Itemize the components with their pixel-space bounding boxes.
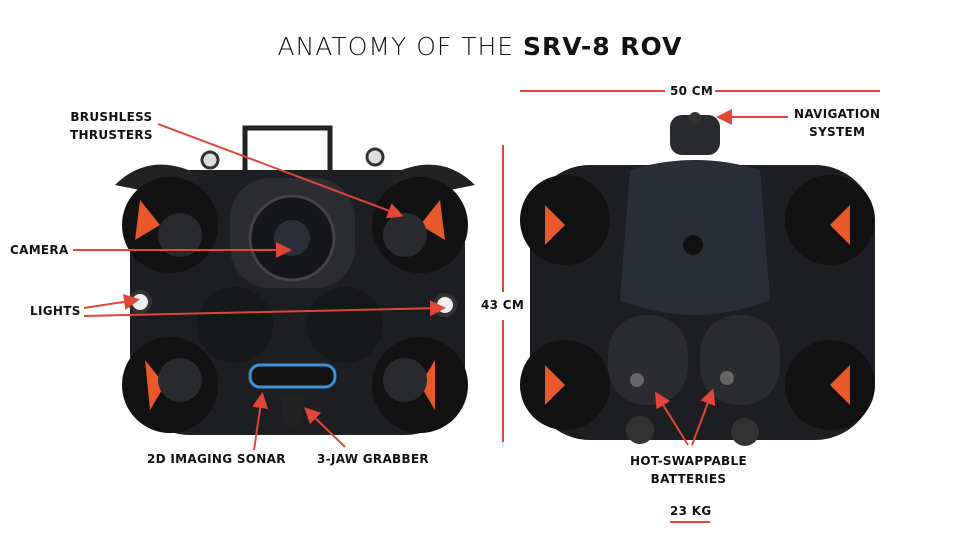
label-batteries: HOT-SWAPPABLE BATTERIES <box>630 452 747 488</box>
label-line: BRUSHLESS <box>70 110 153 124</box>
rov-front-view <box>115 125 475 435</box>
title-model: SRV-8 ROV <box>523 32 683 61</box>
label-navigation-system: NAVIGATION SYSTEM <box>794 105 880 141</box>
title-prefix: ANATOMY OF THE <box>277 32 515 61</box>
label-line: NAVIGATION <box>794 107 881 121</box>
label-line: HOT-SWAPPABLE <box>630 454 747 468</box>
label-weight: 23 KG <box>670 504 712 518</box>
label-line: SYSTEM <box>809 125 866 139</box>
label-lights: LIGHTS <box>30 304 81 318</box>
page-title: ANATOMY OF THE SRV-8 ROV <box>0 32 960 61</box>
label-brushless-thrusters: BRUSHLESS THRUSTERS <box>70 108 153 144</box>
rov-rear-view <box>520 112 875 446</box>
label-sonar: 2D IMAGING SONAR <box>147 452 286 466</box>
label-height: 43 CM <box>481 298 525 312</box>
annotation-lines <box>73 90 880 523</box>
label-line: THRUSTERS <box>70 128 153 142</box>
label-camera: CAMERA <box>10 243 69 257</box>
label-width: 50 CM <box>670 84 714 98</box>
label-line: BATTERIES <box>650 472 727 486</box>
label-grabber: 3-JAW GRABBER <box>317 452 429 466</box>
